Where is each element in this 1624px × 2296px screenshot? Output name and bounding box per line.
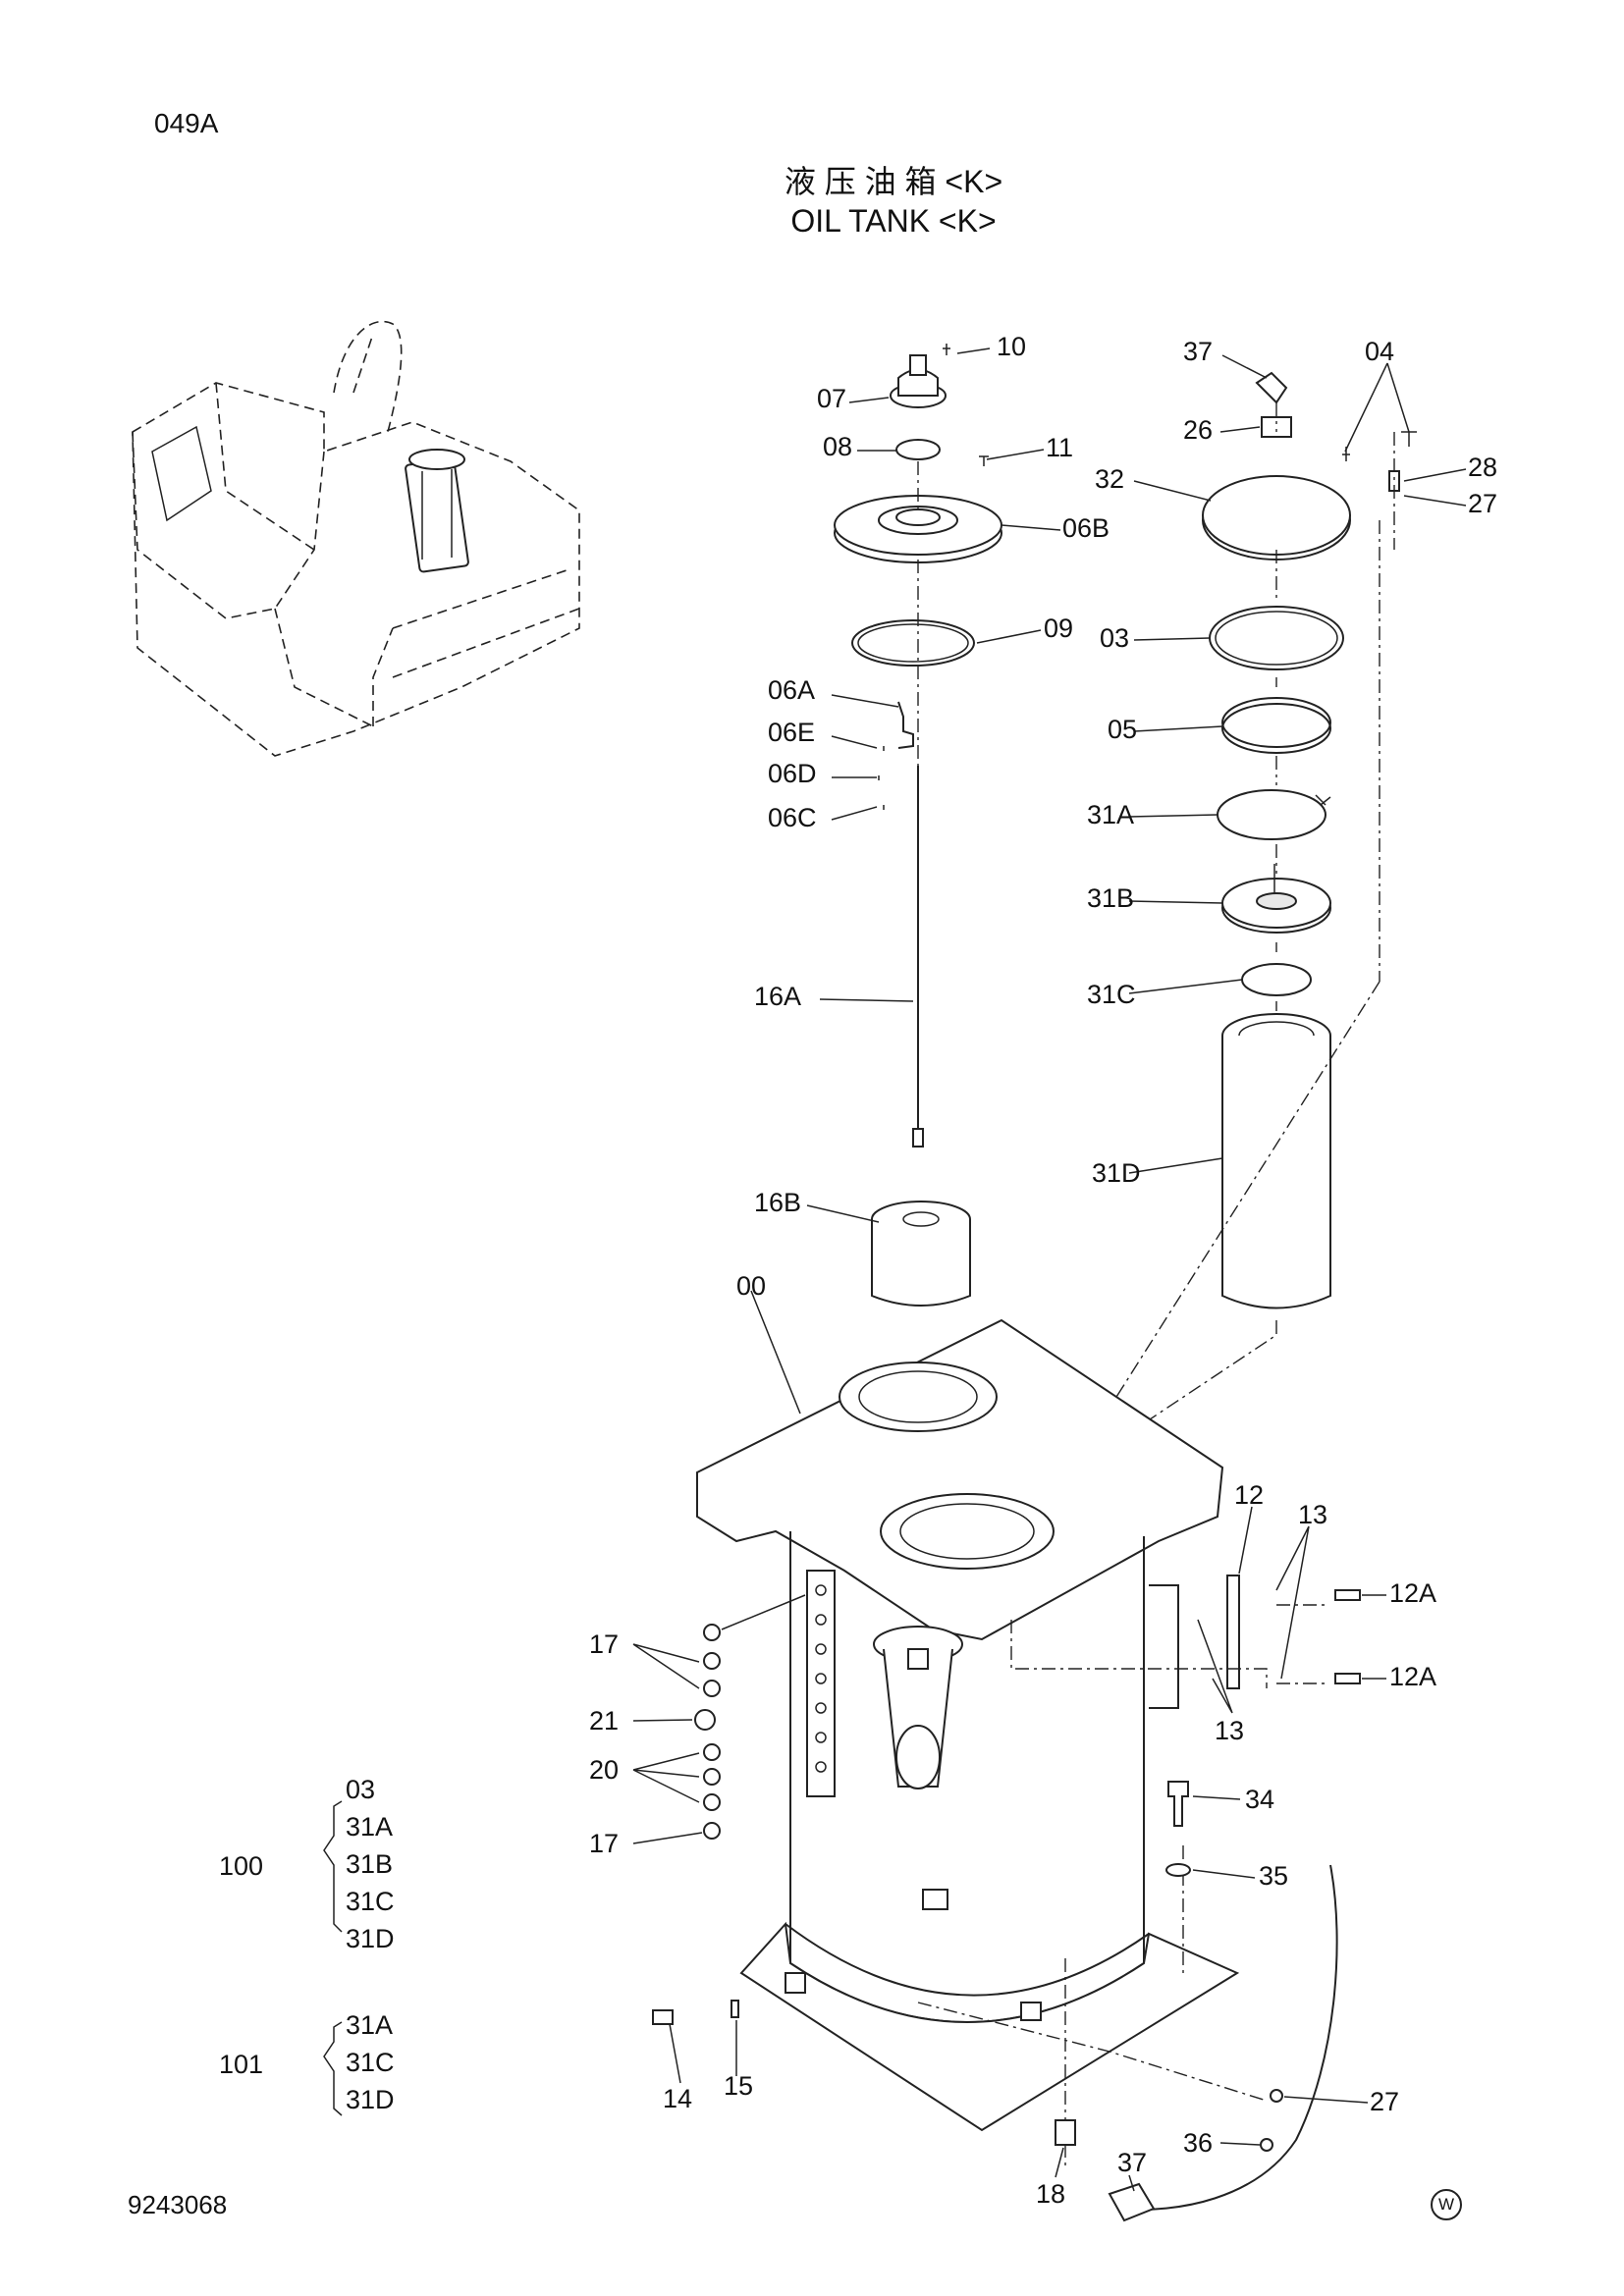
circled-mark: W	[1431, 2189, 1462, 2220]
title-chinese: 液 压 油 箱 <K>	[784, 164, 1003, 199]
callout-06e: 06E	[768, 718, 816, 747]
kit-101-item: 31C	[346, 2048, 395, 2077]
callout-15: 15	[724, 2071, 754, 2101]
callout-14: 14	[663, 2084, 693, 2113]
callout-31a: 31A	[1087, 800, 1135, 829]
callout-08: 08	[823, 432, 853, 461]
callout-37-bottom: 37	[1117, 2148, 1148, 2177]
machine-locator-sketch	[132, 320, 580, 757]
callout-21: 21	[589, 1706, 620, 1735]
kit-100-item: 31B	[346, 1849, 394, 1879]
kit-100-item: 03	[346, 1775, 376, 1804]
callout-07: 07	[817, 384, 847, 413]
kit-100-item: 31A	[346, 1812, 394, 1842]
callout-17-lower: 17	[589, 1829, 620, 1858]
callout-06d: 06D	[768, 759, 817, 788]
kit-100-item: 31C	[346, 1887, 395, 1916]
callout-28: 28	[1468, 453, 1498, 482]
callout-35: 35	[1259, 1861, 1289, 1891]
callout-11: 11	[1046, 433, 1074, 462]
callout-31c: 31C	[1087, 980, 1136, 1009]
callout-37-top: 37	[1183, 337, 1214, 366]
kit-101-item: 31D	[346, 2085, 395, 2114]
kit-101-number: 101	[219, 2050, 264, 2079]
callout-00: 00	[736, 1271, 767, 1301]
callout-17-upper: 17	[589, 1629, 620, 1659]
kit-100-number: 100	[219, 1851, 264, 1881]
leader-lines	[323, 347, 1467, 2192]
callout-12a-upper: 12A	[1389, 1578, 1437, 1608]
kit-101-item: 31A	[346, 2010, 394, 2040]
callout-13-bottom: 13	[1215, 1716, 1245, 1745]
callout-06c: 06C	[768, 803, 817, 832]
callout-13-top: 13	[1298, 1500, 1328, 1529]
hardware	[652, 1589, 1361, 2222]
callout-12a-lower: 12A	[1389, 1662, 1437, 1691]
title-english: OIL TANK <K>	[790, 203, 997, 239]
callout-04: 04	[1365, 337, 1395, 366]
callout-16b: 16B	[754, 1188, 802, 1217]
callout-18: 18	[1036, 2179, 1066, 2209]
callout-03: 03	[1100, 623, 1130, 653]
callout-20: 20	[589, 1755, 620, 1785]
callout-12: 12	[1234, 1480, 1265, 1510]
callout-31d: 31D	[1092, 1158, 1141, 1188]
callout-32: 32	[1095, 464, 1125, 494]
breather-filler-stack	[834, 344, 1002, 1307]
callout-10: 10	[997, 332, 1027, 361]
callout-16a: 16A	[754, 982, 802, 1011]
drawing-number: 9243068	[128, 2190, 228, 2219]
callout-34: 34	[1245, 1785, 1275, 1814]
callout-27-top: 27	[1468, 489, 1498, 518]
tank-body	[696, 1318, 1326, 2169]
callout-09: 09	[1044, 614, 1074, 643]
callout-06b: 06B	[1062, 513, 1110, 543]
page-id: 049A	[154, 108, 219, 138]
circled-mark-letter: W	[1437, 2195, 1455, 2214]
kit-100-item: 31D	[346, 1924, 395, 1953]
bolt-group-17-20	[694, 1594, 806, 1840]
callout-05: 05	[1108, 715, 1138, 744]
callout-36: 36	[1183, 2128, 1214, 2158]
cover-filter-stack	[981, 371, 1417, 1572]
callout-31b: 31B	[1087, 883, 1135, 913]
callout-06a: 06A	[768, 675, 816, 705]
callout-26: 26	[1183, 415, 1214, 445]
callout-27-bottom: 27	[1370, 2087, 1400, 2116]
